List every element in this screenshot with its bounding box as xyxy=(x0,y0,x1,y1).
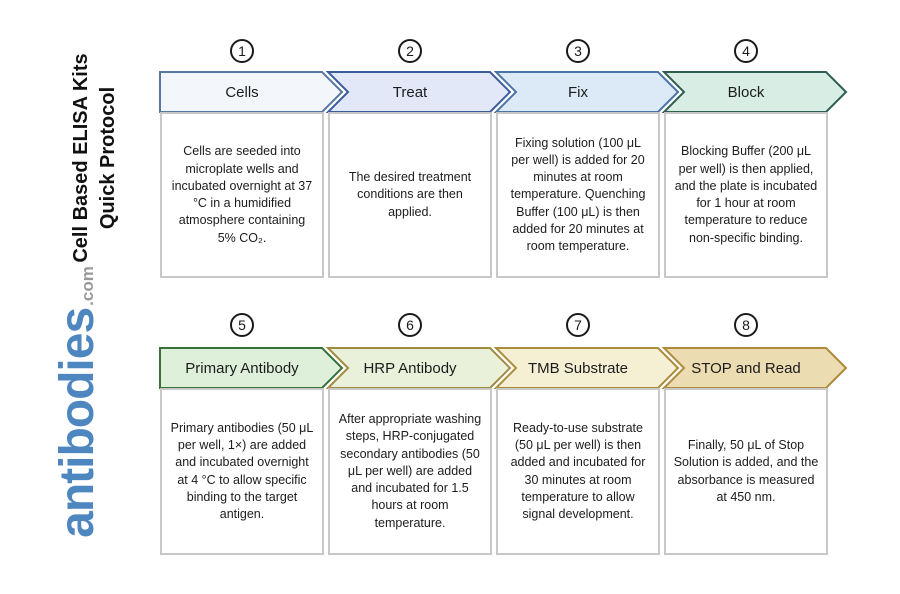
step-description-text: The desired treatment conditions are the… xyxy=(348,170,472,219)
step-number-badge: 2 xyxy=(398,39,422,63)
arrow-label-primary-antibody: Primary Antibody xyxy=(185,360,299,377)
step-number-badge: 4 xyxy=(734,39,758,63)
descriptions-row-2: Primary antibodies (50 μL per well, 1×) … xyxy=(160,388,828,555)
step-number-badge: 6 xyxy=(398,313,422,337)
logo-brand-text: antibodies xyxy=(51,307,104,538)
step-description-text: Ready-to-use substrate (50 μL per well) … xyxy=(510,420,646,521)
step-description-box-1: Cells are seeded into microplate wells a… xyxy=(160,112,324,278)
logo-suffix-text: .com xyxy=(78,266,97,306)
step-description-box-6: After appropriate washing steps, HRP-con… xyxy=(328,388,492,555)
arrow-label-cells: Cells xyxy=(225,84,258,101)
step-description-box-7: Ready-to-use substrate (50 μL per well) … xyxy=(496,388,660,555)
step-number-badge: 3 xyxy=(566,39,590,63)
arrow-label-tmb-substrate: TMB Substrate xyxy=(528,360,628,377)
arrow-label-block: Block xyxy=(728,84,765,101)
step-description-box-4: Blocking Buffer (200 μL per well) is the… xyxy=(664,112,828,278)
step-description-text: Blocking Buffer (200 μL per well) is the… xyxy=(674,144,818,245)
step-number-badge: 1 xyxy=(230,39,254,63)
arrow-shape-primary-antibody xyxy=(159,347,344,389)
step-description-box-3: Fixing solution (100 μL per well) is add… xyxy=(496,112,660,278)
step-number-badge: 8 xyxy=(734,313,758,337)
descriptions-row-1: Cells are seeded into microplate wells a… xyxy=(160,112,828,278)
process-arrows-row-1: Cells Treat Fix Block xyxy=(159,71,848,113)
step-description-box-2: The desired treatment conditions are the… xyxy=(328,112,492,278)
step-description-text: Cells are seeded into microplate wells a… xyxy=(171,144,313,245)
step-numbers-row-1: 1 2 3 4 xyxy=(160,39,828,65)
arrow-shape-cells xyxy=(159,71,344,113)
arrow-label-hrp-antibody: HRP Antibody xyxy=(363,360,457,377)
step-description-text: After appropriate washing steps, HRP-con… xyxy=(338,412,482,530)
step-description-text: Primary antibodies (50 μL per well, 1×) … xyxy=(170,420,314,521)
process-arrows-row-2: Primary Antibody HRP Antibody TMB Substr… xyxy=(159,347,848,389)
arrow-label-stop-and-read: STOP and Read xyxy=(691,360,801,377)
step-description-box-8: Finally, 50 μL of Stop Solution is added… xyxy=(664,388,828,555)
step-description-box-5: Primary antibodies (50 μL per well, 1×) … xyxy=(160,388,324,555)
step-numbers-row-2: 5 6 7 8 xyxy=(160,313,828,339)
arrow-label-fix: Fix xyxy=(568,84,588,101)
step-number-badge: 7 xyxy=(566,313,590,337)
step-description-text: Fixing solution (100 μL per well) is add… xyxy=(510,135,646,254)
arrow-label-treat: Treat xyxy=(393,84,428,101)
step-number-badge: 5 xyxy=(230,313,254,337)
antibodies-logo: antibodies .com xyxy=(50,232,130,572)
step-description-text: Finally, 50 μL of Stop Solution is added… xyxy=(673,438,819,504)
